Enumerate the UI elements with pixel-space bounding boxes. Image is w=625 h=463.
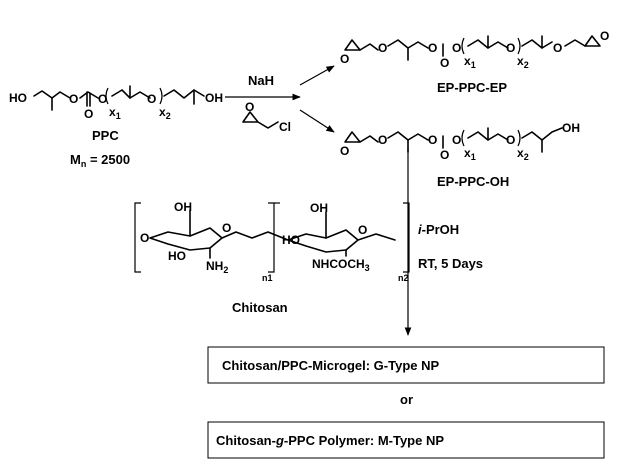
chitosan-bracket-1-open [134,202,141,273]
ep-link-2 [564,39,586,47]
chitosan-bracket-2-close [403,202,410,273]
ppc-x1: x1 [109,105,121,121]
ring2-exit [357,233,396,241]
epoxide-ring [242,111,259,123]
ppc-o-carbonyl: O [84,107,93,121]
chitosan-structure: O OH O HO NH2 n1 OH O HO NHCOCH3 n2 [134,200,410,283]
ppc-x2: x2 [159,105,171,121]
epoxide-left-1 [344,39,361,51]
arrow-to-ep-ppc-ep [299,65,335,86]
oh-x1: x1 [464,146,476,162]
g-type-box [207,346,605,384]
ep-o-ether-1: O [378,41,387,55]
or-label: or [400,392,413,407]
epoxide-o: O [245,100,254,114]
oh-bracket-2 [517,129,521,147]
ppc-o-2: O [98,92,107,106]
ep-ppc-ep-label: EP-PPC-EP [437,80,507,95]
ring1-ho: HO [168,249,186,263]
epichlorohydrin-structure: O Cl [242,100,291,134]
ep-link-1 [359,43,379,51]
ppc-o-1: O [69,92,78,106]
ep-x2: x2 [517,54,529,70]
ppc-chain-right [163,89,205,99]
ep-ppc-ep-structure: O O O O O x1 O x2 O O [340,29,609,70]
ep-o-4: O [452,41,461,55]
m-type-label: Chitosan-g-PPC Polymer: M-Type NP [216,433,444,448]
oh-o-4: O [452,133,461,147]
oh-link-1 [359,135,379,143]
ep-x1: x1 [464,54,476,70]
ppc-chain-left [33,90,71,99]
ppc-chain-mid [111,89,151,99]
oh-x2: x2 [517,146,529,162]
oh-bracket-1 [461,129,465,147]
ch2cl-chain [257,121,279,129]
oh-o-5: O [506,133,515,147]
epoxide-left-2 [344,131,361,143]
ep-o-5: O [506,41,515,55]
solvent-label: i-PrOH [418,222,459,237]
oh-o-ether-1: O [378,133,387,147]
oh-o-carbonyl: O [440,148,449,162]
oh-o-ring-1: O [340,144,349,158]
ppc-mn: Mn = 2500 [70,152,130,169]
chitosan-o-link: O [140,231,149,245]
ppc-name: PPC [92,128,119,143]
chitosan-name: Chitosan [232,300,288,315]
ep-chain-3 [521,39,553,49]
ep-o-3: O [428,41,437,55]
ppc-bracket-x2-close [159,87,163,105]
ep-chain-1 [387,39,429,49]
ring2-o: O [358,223,367,237]
ring1-nh2: NH2 [206,259,228,275]
ring2-ho: HO [282,233,300,247]
conditions-label: RT, 5 Days [418,256,483,271]
ep-o-ring-1: O [340,52,349,66]
ep-bracket-2 [517,37,521,55]
ring2-nhcoch3: NHCOCH3 [312,257,370,273]
ppc-bracket-x1-open [105,87,109,105]
glycosidic-link [221,231,289,241]
ppc-carbonate [79,91,99,99]
ep-o-ether-2: O [553,41,562,55]
chitosan-bracket-1-close [268,202,275,273]
ep-ppc-oh-structure: O O O O O x1 O x2 OH [340,121,580,162]
ring2-oh-top: OH [310,201,328,215]
reagent-nah: NaH [248,73,274,88]
glucosamine-ring [149,227,223,251]
ppc-o-3: O [147,92,156,106]
ppc-structure: HO O O O x1 O x2 OH [9,85,223,121]
oh-chain-3 [521,127,563,141]
ppc-ho-label: HO [9,91,27,105]
chlorine-label: Cl [279,120,291,134]
epoxide-right [584,35,601,47]
ring1-o: O [222,221,231,235]
g-type-label: Chitosan/PPC-Microgel: G-Type NP [222,358,439,373]
m-type-box [207,421,605,459]
chitosan-n2: n2 [398,273,409,283]
ep-o-ring-2: O [600,29,609,43]
ep-o-carbonyl: O [440,56,449,70]
chitosan-n1: n1 [262,273,273,283]
ep-bracket-1 [461,37,465,55]
ppc-oh-label: OH [205,91,223,105]
arrow-to-ep-ppc-oh [299,109,335,133]
oh-chain-1 [387,131,429,141]
oh-o-3: O [428,133,437,147]
ep-ppc-oh-label: EP-PPC-OH [437,174,509,189]
ring1-oh-top: OH [174,200,192,214]
oh-terminal-oh: OH [562,121,580,135]
